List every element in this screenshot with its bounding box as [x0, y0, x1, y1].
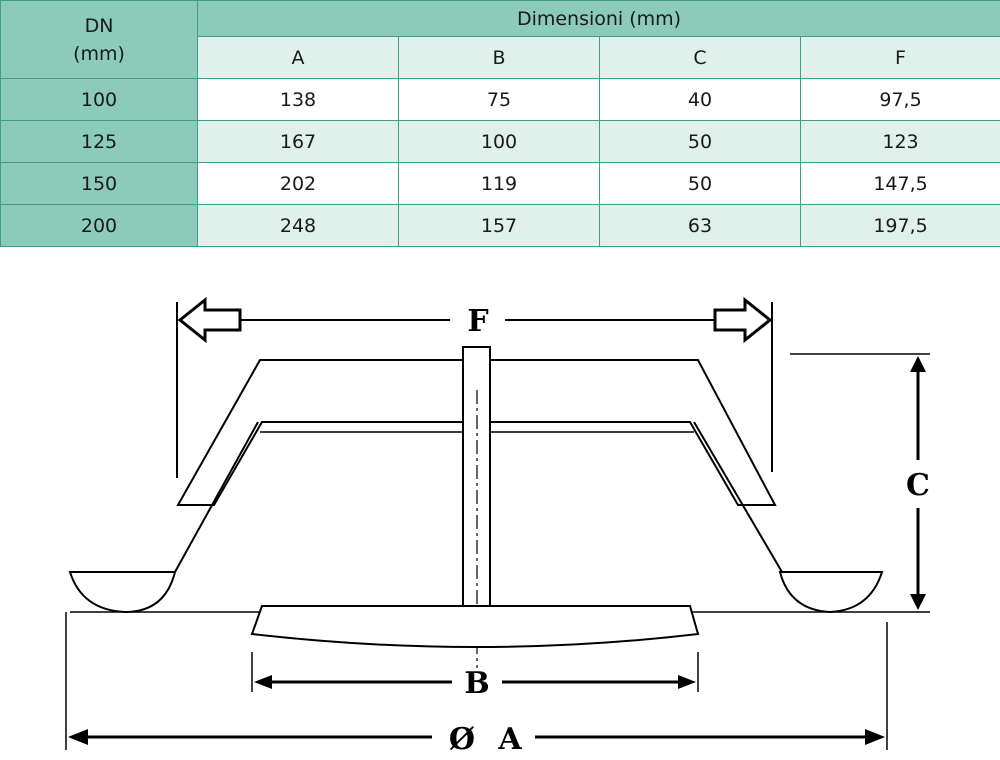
dn-cell: 100 [0, 78, 198, 121]
a-arrowhead-left-icon [68, 729, 88, 745]
dn-unit: (mm) [73, 42, 125, 65]
label-a: A [497, 722, 522, 757]
table-row: 100 138 75 40 97,5 [0, 78, 1000, 121]
dimensions-group-header: Dimensioni (mm) [196, 0, 1000, 37]
outer-cone [176, 359, 777, 506]
label-f: F [467, 304, 488, 339]
value-b-cell: 119 [398, 162, 600, 205]
table-row: 200 248 157 63 197,5 [0, 204, 1000, 247]
value-a-cell: 167 [197, 120, 399, 163]
value-b-cell: 75 [398, 78, 600, 121]
value-b-cell: 100 [398, 120, 600, 163]
dimensions-table: DN (mm) Dimensioni (mm) A B C F 100 138 … [0, 0, 1000, 247]
value-f-cell: 197,5 [799, 204, 1000, 247]
column-header-b: B [398, 36, 600, 79]
c-arrowhead-bottom-icon [910, 594, 926, 610]
valve-dimension-diagram: F C B Ø A [65, 296, 930, 757]
value-f-cell: 97,5 [799, 78, 1000, 121]
dn-cell: 125 [0, 120, 198, 163]
inner-cone [174, 421, 783, 573]
disc-plate [250, 605, 700, 648]
f-arrow-left-icon [177, 296, 242, 344]
table-row: 150 202 119 50 147,5 [0, 162, 1000, 205]
right-cup [778, 571, 884, 614]
column-header-a: A [197, 36, 399, 79]
c-arrowhead-top-icon [910, 356, 926, 372]
value-c-cell: 40 [599, 78, 801, 121]
value-f-cell: 147,5 [799, 162, 1000, 205]
dn-cell: 200 [0, 204, 198, 247]
value-c-cell: 50 [599, 120, 801, 163]
value-a-cell: 202 [197, 162, 399, 205]
value-f-cell: 123 [799, 120, 1000, 163]
b-arrowhead-left-icon [254, 675, 272, 689]
value-c-cell: 63 [599, 204, 801, 247]
label-b: B [464, 666, 489, 701]
diameter-symbol: Ø [449, 722, 475, 757]
value-c-cell: 50 [599, 162, 801, 205]
value-b-cell: 157 [398, 204, 600, 247]
column-header-f: F [799, 36, 1000, 79]
left-cup [68, 571, 177, 614]
value-a-cell: 248 [197, 204, 399, 247]
f-arrow-right-icon [713, 296, 773, 344]
dn-header: DN [84, 14, 114, 37]
a-arrowhead-right-icon [865, 729, 885, 745]
dn-header-cell: DN (mm) [0, 0, 198, 79]
value-a-cell: 138 [197, 78, 399, 121]
label-c: C [906, 468, 930, 503]
column-header-c: C [599, 36, 801, 79]
table-row: 125 167 100 50 123 [0, 120, 1000, 163]
b-arrowhead-right-icon [678, 675, 696, 689]
dn-cell: 150 [0, 162, 198, 205]
